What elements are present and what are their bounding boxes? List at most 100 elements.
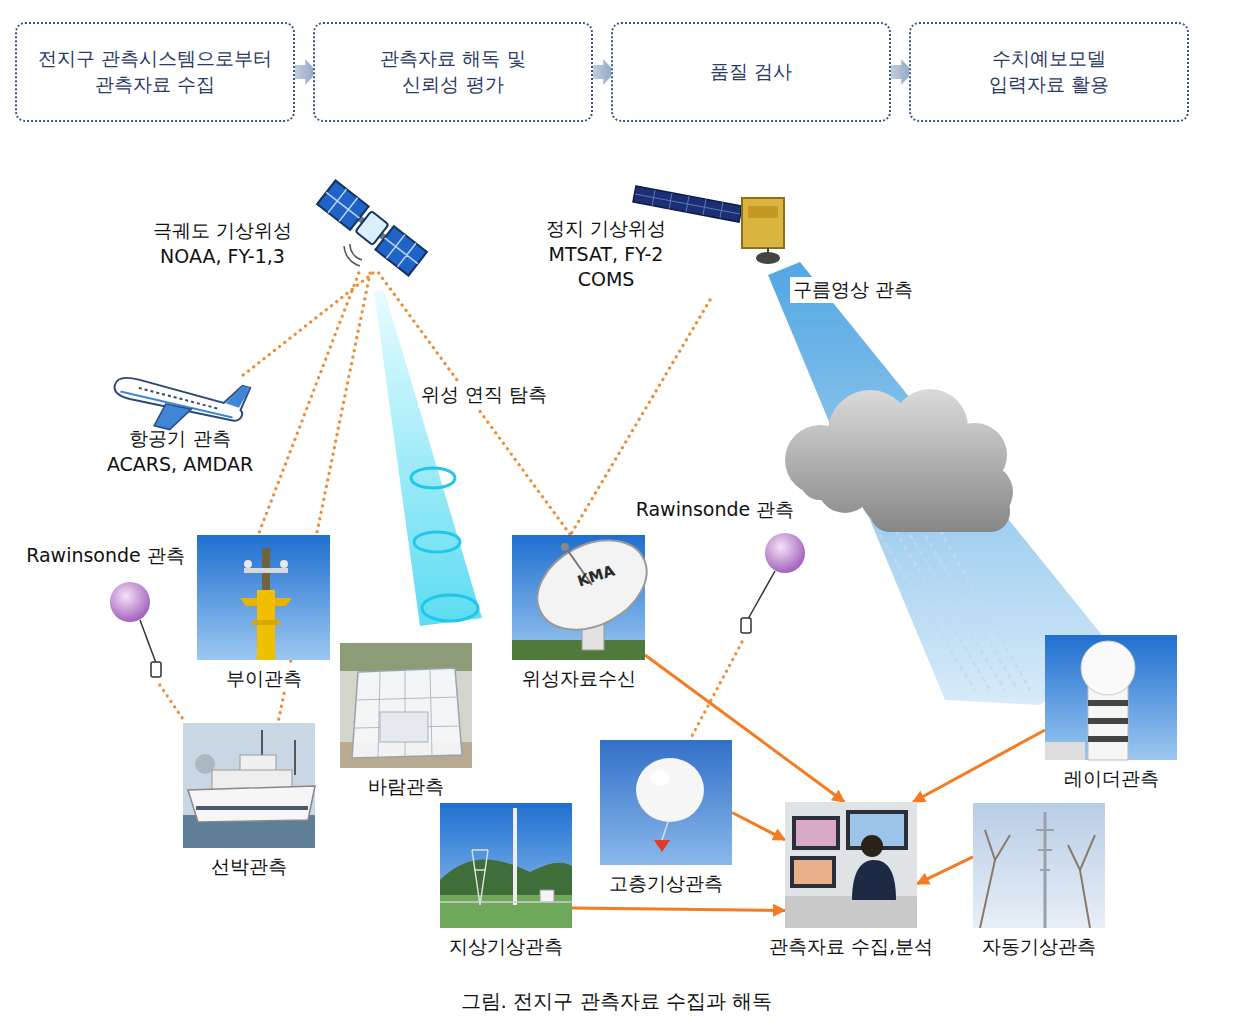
data-flow-arrow <box>913 730 1045 802</box>
radar-photo <box>1088 736 1128 742</box>
radar-photo <box>1088 682 1128 760</box>
radar-photo <box>1045 742 1085 760</box>
step-text: 관측자료 해독 및 신뢰성 평가 <box>363 46 543 97</box>
rawinsonde-balloon <box>741 533 805 633</box>
sounding-beam <box>414 532 460 552</box>
step-text: 수치예보모델 입력자료 활용 <box>959 46 1139 97</box>
process-box: 품질 검사 <box>611 22 891 122</box>
photo-box: 자동기상관측 <box>973 803 1105 928</box>
automatic-station-photo <box>973 803 1105 928</box>
icon-box: 항공기 관측 ACARS, AMDAR <box>95 378 265 478</box>
buoy-photo <box>252 620 280 625</box>
ship-photo <box>195 754 215 774</box>
polar-satellite-icon <box>358 216 387 240</box>
upper-air-photo <box>636 758 704 822</box>
airplane-icon <box>225 383 250 409</box>
operations-room-photo <box>790 856 836 888</box>
operations-room-photo <box>785 802 917 928</box>
radar-photo <box>1045 635 1177 760</box>
surface-station-photo <box>440 860 572 901</box>
polar-satellite-icon <box>355 211 388 245</box>
surface-station-photo <box>440 895 572 928</box>
step-text: 전지구 관측시스템으로부터 관측자료 수집 <box>32 46 278 97</box>
photo-caption: 관측자료 수집,분석 <box>766 934 936 959</box>
operations-room-photo <box>785 802 917 928</box>
wind-observation-photo <box>352 668 462 758</box>
surface-station-photo <box>513 808 517 905</box>
step-text: 품질 검사 <box>710 59 792 85</box>
icon-label: Rawinsonde 관측 <box>18 543 193 569</box>
icon-box: 극궤도 기상위성 NOAA, FY-1,3 <box>145 178 430 273</box>
photo-caption: 선박관측 <box>208 854 290 879</box>
upper-air-photo <box>650 770 670 786</box>
photo-box: 관측자료 수집,분석 <box>785 802 917 928</box>
automatic-station-photo <box>980 830 1095 928</box>
cloud <box>900 443 970 513</box>
automatic-station-photo <box>1036 830 1054 870</box>
data-flow-arrow <box>917 857 973 884</box>
buoy-photo <box>262 548 270 590</box>
upper-air-photo <box>600 740 732 865</box>
photo-caption: 레이더관측 <box>1061 766 1162 791</box>
surface-station-photo <box>472 850 488 905</box>
data-flow-arrow <box>572 908 785 910</box>
ship-photo <box>261 730 263 770</box>
ship-photo <box>212 770 292 790</box>
icon-label: 극궤도 기상위성 NOAA, FY-1,3 <box>145 218 300 269</box>
label-holder: KMA <box>574 566 618 585</box>
photo-caption: 바람관측 <box>365 774 447 799</box>
rain-lines <box>895 530 990 690</box>
icon-label: Rawinsonde 관측 <box>625 497 805 523</box>
data-flow-arrow <box>732 813 785 840</box>
process-box: 관측자료 해독 및 신뢰성 평가 <box>313 22 593 122</box>
wind-observation-photo <box>340 643 472 671</box>
buoy-photo <box>197 535 330 660</box>
sounding-beam <box>374 290 482 626</box>
signal-arcs <box>350 244 362 260</box>
dotted-link <box>690 642 742 740</box>
rawinsonde-balloon <box>110 582 161 677</box>
wind-observation-photo <box>354 669 460 757</box>
rawinsonde-balloon <box>748 571 775 619</box>
cloud <box>892 389 968 465</box>
surface-station-photo <box>440 803 572 928</box>
operations-room-photo <box>792 816 840 850</box>
polar-satellite-icon <box>317 180 427 275</box>
satellite-receiver-photo <box>512 640 645 660</box>
buoy-photo <box>257 590 275 660</box>
rawinsonde-balloon <box>140 620 156 663</box>
surface-station-photo <box>540 890 554 902</box>
rain-lines <box>880 535 975 690</box>
photo-caption: 지상기상관측 <box>446 934 566 959</box>
surface-station-photo <box>440 901 572 903</box>
photo-lettering: KMA <box>572 561 620 592</box>
icon-box: Rawinsonde 관측 <box>18 543 193 685</box>
label-holder: 위성 연직 탐측 <box>418 382 550 408</box>
ship-photo <box>196 806 308 810</box>
sounding-beam <box>374 290 482 626</box>
cloud <box>785 425 855 495</box>
wind-observation-photo <box>340 643 472 768</box>
cloud <box>870 490 1010 532</box>
process-box: 수치예보모델 입력자료 활용 <box>909 22 1189 122</box>
rain-lines <box>925 535 1018 690</box>
satellite-receiver-photo <box>512 535 645 660</box>
operations-room-photo <box>852 860 896 900</box>
photo-box: 선박관측 <box>183 723 315 848</box>
dotted-link <box>240 273 374 378</box>
operations-room-photo <box>794 860 832 884</box>
cloud <box>957 464 1013 520</box>
process-box: 전지구 관측시스템으로부터 관측자료 수집 <box>15 22 295 122</box>
buoy-photo <box>240 598 292 606</box>
dotted-link <box>258 273 359 535</box>
photo-caption: 위성자료수신 <box>519 666 639 691</box>
operations-room-photo <box>861 835 883 857</box>
polar-satellite-icon <box>317 180 369 229</box>
polar-satellite-icon <box>375 226 427 275</box>
geostationary-satellite-icon <box>635 190 740 218</box>
ship-photo <box>188 786 315 822</box>
radar-photo <box>1088 718 1128 724</box>
airplane-icon <box>120 390 232 420</box>
geostationary-satellite-icon <box>633 186 742 222</box>
